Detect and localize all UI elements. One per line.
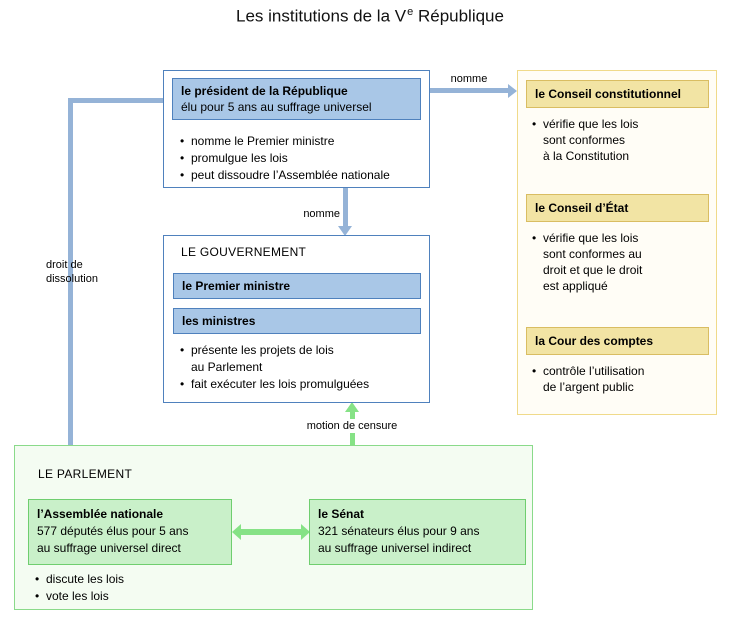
president-title: le président de la République	[181, 84, 348, 98]
council-desc-item: contrôle l’utilisation de l’argent publi…	[531, 363, 706, 395]
senate-line2: au suffrage universel indirect	[318, 541, 472, 555]
council-desc-item: vérifie que les lois sont conformes au d…	[531, 230, 706, 294]
president-subtitle: élu pour 5 ans au suffrage universel	[181, 100, 372, 114]
government-label: LE GOUVERNEMENT	[181, 245, 307, 259]
ministers-box: les ministres	[173, 308, 421, 334]
senate-line1: 321 sénateurs élus pour 9 ans	[318, 524, 480, 538]
assembly-line1: 577 députés élus pour 5 ans	[37, 524, 189, 538]
parliament-label: LE PARLEMENT	[38, 467, 133, 481]
president-duty: peut dissoudre l’Assemblée nationale	[179, 167, 423, 184]
government-duties-list: présente les projets de lois au Parlemen…	[179, 342, 423, 393]
council-constitutionnel-header: le Conseil constitutionnel	[526, 80, 709, 108]
arrow-president-to-government	[343, 188, 348, 227]
cour-des-comptes-desc: contrôle l’utilisation de l’argent publi…	[531, 363, 706, 395]
arrowhead-right-icon	[508, 84, 517, 98]
government-duty: fait exécuter les lois promulguées	[179, 376, 423, 393]
prime-minister-box: le Premier ministre	[173, 273, 421, 299]
title-prefix: Les institutions de la V	[236, 6, 407, 26]
assembly-title: l’Assemblée nationale	[37, 507, 164, 521]
president-header: le président de la République élu pour 5…	[172, 78, 421, 120]
parliament-duty: vote les lois	[34, 588, 254, 605]
national-assembly-box: l’Assemblée nationale 577 députés élus p…	[28, 499, 232, 565]
senate-box: le Sénat 321 sénateurs élus pour 9 ans a…	[309, 499, 526, 565]
arrowhead-up-icon	[345, 402, 359, 412]
arrow-label-dissolution: droit de dissolution	[46, 259, 98, 285]
assembly-line2: au suffrage universel direct	[37, 541, 181, 555]
arrow-label-censure: motion de censure	[295, 419, 409, 433]
arrowhead-down-icon	[338, 226, 352, 236]
title-suffix: République	[413, 6, 504, 26]
government-box: LE GOUVERNEMENT le Premier ministre les …	[163, 235, 430, 403]
title-superscript: e	[407, 6, 414, 18]
arrow-dissolution-horizontal	[68, 98, 163, 103]
cour-des-comptes-header: la Cour des comptes	[526, 327, 709, 355]
arrow-label-nomme-government: nomme	[303, 208, 340, 220]
parliament-box: LE PARLEMENT l’Assemblée nationale 577 d…	[14, 445, 533, 610]
senate-title: le Sénat	[318, 507, 365, 521]
arrow-label-nomme-council: nomme	[450, 73, 488, 85]
government-duty: présente les projets de lois au Parlemen…	[179, 342, 423, 376]
councils-panel: le Conseil constitutionnel vérifie que l…	[517, 70, 717, 415]
parliament-duty: discute les lois	[34, 571, 254, 588]
council-desc-item: vérifie que les lois sont conformes à la…	[531, 116, 706, 164]
council-constitutionnel-desc: vérifie que les lois sont conformes à la…	[531, 116, 706, 164]
president-duty: nomme le Premier ministre	[179, 133, 423, 150]
page-title: Les institutions de la Ve République	[0, 6, 740, 27]
president-duty: promulgue les lois	[179, 150, 423, 167]
president-box: le président de la République élu pour 5…	[163, 70, 430, 188]
arrowhead-right-icon	[301, 524, 310, 540]
conseil-etat-desc: vérifie que les lois sont conformes au d…	[531, 230, 706, 294]
conseil-etat-header: le Conseil d’État	[526, 194, 709, 222]
arrow-assembly-senate	[241, 529, 301, 535]
president-duties-list: nomme le Premier ministre promulgue les …	[179, 133, 423, 184]
arrow-president-to-councils	[430, 88, 510, 93]
arrow-dissolution-vertical	[68, 98, 73, 462]
arrowhead-left-icon	[232, 524, 241, 540]
parliament-duties-list: discute les lois vote les lois	[34, 571, 254, 605]
